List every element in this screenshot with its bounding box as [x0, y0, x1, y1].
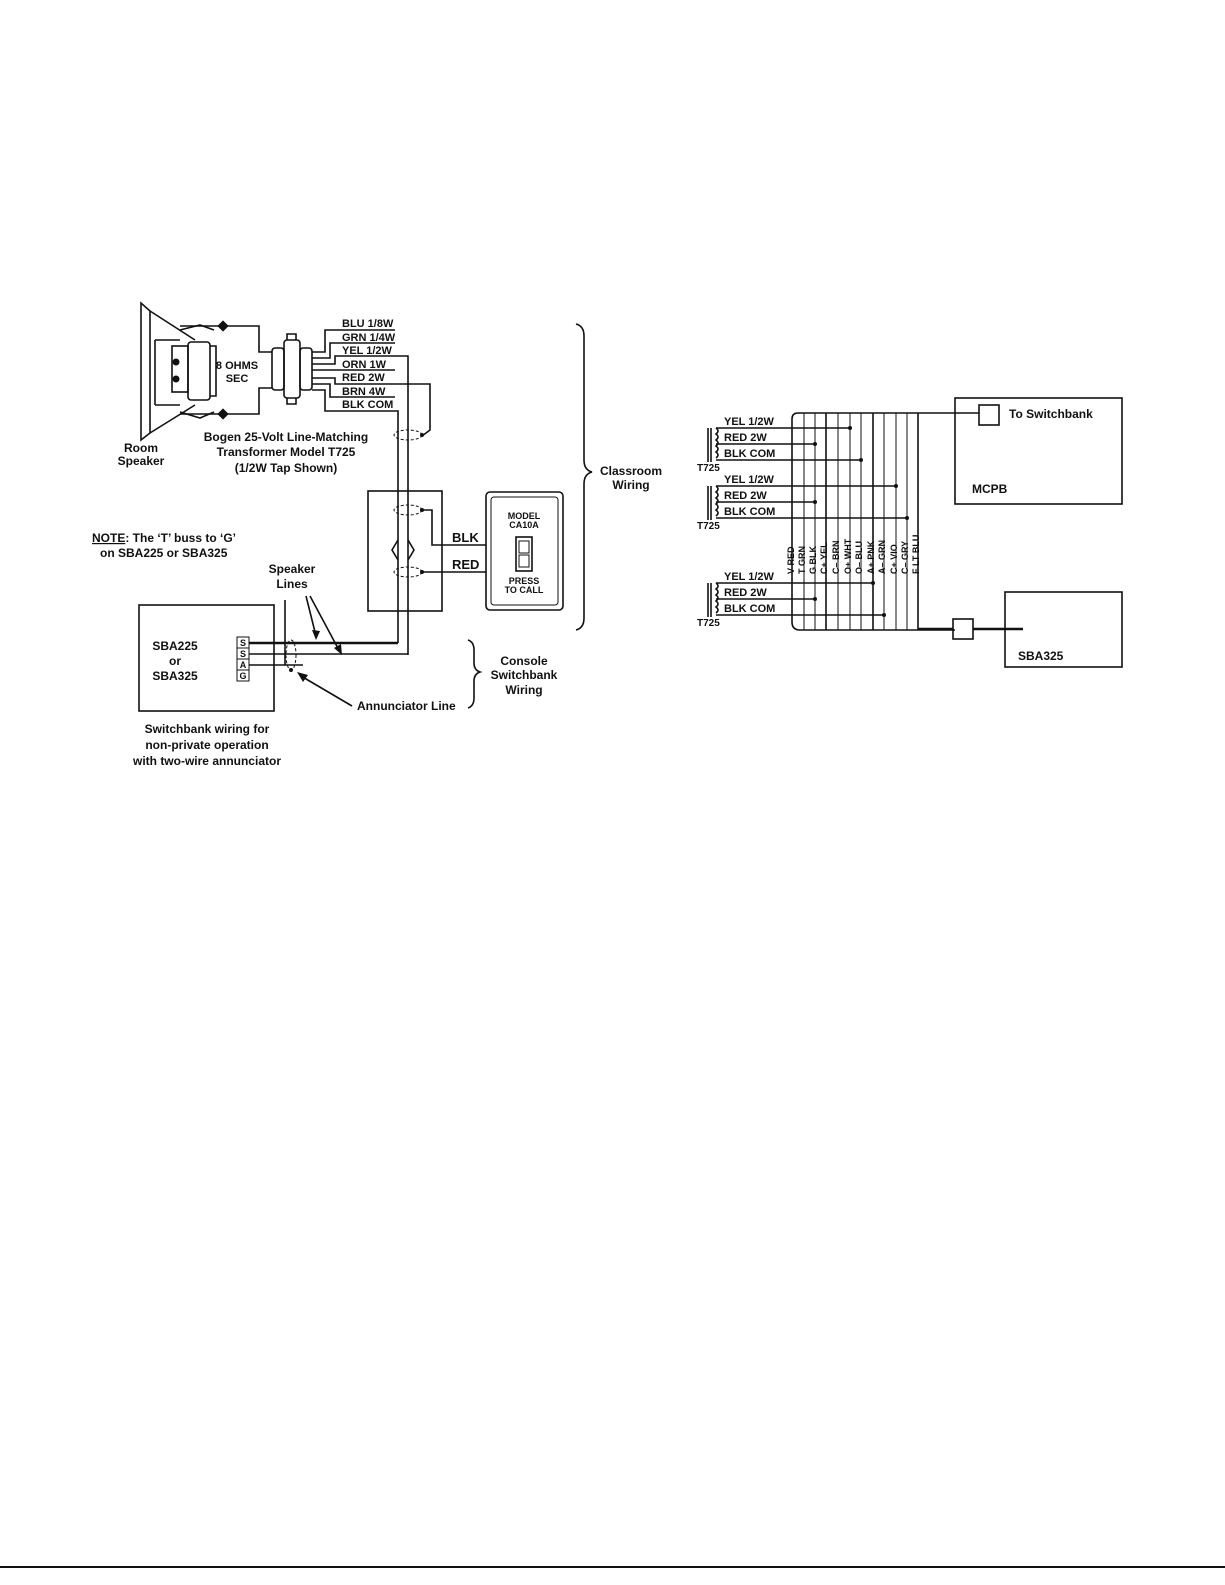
bus-label-g: G BLK: [808, 546, 818, 574]
g1-t725: T725: [697, 463, 720, 474]
caption-line-2: non-private operation: [145, 738, 268, 752]
terminal-a: A: [240, 660, 247, 670]
bus-label-t: T GRN: [797, 546, 807, 574]
console-wiring-label-3: Wiring: [505, 683, 542, 697]
g3-t725: T725: [697, 618, 720, 629]
speaker-impedance-1: 8 OHMS: [216, 360, 258, 372]
bus-label-o-plus: O+ WHT: [843, 538, 853, 574]
note-line-1: NOTE: The ‘T’ buss to ‘G’: [92, 531, 236, 545]
room-speaker: [140, 301, 217, 442]
tap-label-brn: BRN 4W: [342, 386, 386, 398]
sba325-box: [918, 591, 1123, 668]
to-switchbank-label: To Switchbank: [1009, 407, 1093, 421]
g3-tap-red: RED 2W: [724, 587, 767, 599]
mcpb-label: MCPB: [972, 482, 1008, 496]
room-speaker-label-2: Speaker: [118, 454, 165, 468]
terminal-g: G: [239, 671, 246, 681]
mcpb-box: [954, 397, 1123, 505]
tap-label-blk: BLK COM: [342, 399, 393, 411]
transformer-group-2: YEL 1/2W RED 2W BLK COM T725: [697, 474, 909, 532]
bus-label-c-plus: C+ YEL: [819, 542, 829, 574]
console-wiring-label-1: Console: [500, 654, 548, 668]
annunciator-line-label: Annunciator Line: [357, 699, 456, 713]
g3-tap-blk: BLK COM: [724, 603, 775, 615]
tap-label-orn: ORN 1W: [342, 359, 387, 371]
transformer-model: Transformer Model T725: [217, 445, 356, 459]
console-brace: [467, 639, 483, 709]
g2-tap-blk: BLK COM: [724, 506, 775, 518]
footer-rule: [0, 1566, 1225, 1568]
bus-label-o-minus: O– BLU: [854, 541, 864, 574]
bus-label-c-minus-gry: C– GRY: [900, 541, 910, 574]
g1-tap-red: RED 2W: [724, 432, 767, 444]
room-speaker-label-1: Room: [124, 441, 158, 455]
bus-label-group: V RED T GRN G BLK C+ YEL C– BRN O+ WHT O…: [786, 535, 921, 574]
speaker-lines-label-2: Lines: [276, 577, 308, 591]
g2-tap-red: RED 2W: [724, 490, 767, 502]
wire-label-red: RED: [452, 557, 479, 572]
bus-label-c-minus: C– BRN: [831, 540, 841, 574]
bus-label-a-minus: A– GRN: [877, 540, 887, 574]
g2-tap-yel: YEL 1/2W: [724, 474, 775, 486]
caption-line-1: Switchbank wiring for: [145, 722, 270, 736]
bus-bottom: [791, 419, 955, 631]
transformer-group-1: YEL 1/2W RED 2W BLK COM T725: [697, 416, 863, 474]
terminal-s1: S: [240, 638, 246, 648]
sba-label-or: or: [169, 654, 181, 668]
classroom-brace: [575, 323, 593, 631]
note-line-2: on SBA225 or SBA325: [100, 546, 228, 560]
call-switch-model-number: CA10A: [509, 520, 539, 530]
bus-label-v: V RED: [786, 546, 796, 574]
tap-label-grn: GRN 1/4W: [342, 332, 396, 344]
call-switch-ca10a: [485, 491, 564, 611]
g3-tap-yel: YEL 1/2W: [724, 571, 775, 583]
classroom-wiring-label-2: Wiring: [612, 478, 649, 492]
switchbank-sba: [138, 604, 275, 712]
sba-label-1: SBA225: [152, 639, 198, 653]
classroom-wiring-label-1: Classroom: [600, 464, 662, 478]
transformer-title: Bogen 25-Volt Line-Matching: [204, 430, 368, 444]
transformer-group-3: YEL 1/2W RED 2W BLK COM T725: [697, 571, 886, 629]
bus-label-c-plus-vio: C+ VIO: [889, 544, 899, 574]
transformer-tap: (1/2W Tap Shown): [235, 461, 337, 475]
bus-label-f: F LT BLU: [911, 535, 921, 574]
bus-label-a-plus: A+ PNK: [866, 540, 876, 574]
g2-t725: T725: [697, 521, 720, 532]
caption-line-3: with two-wire annunciator: [132, 754, 281, 768]
wire-label-blk: BLK: [452, 530, 479, 545]
transformer-t725: [271, 333, 313, 405]
tap-label-yel: YEL 1/2W: [342, 345, 393, 357]
console-wiring-label-2: Switchbank: [491, 668, 558, 682]
call-switch-action: PRESS: [509, 576, 540, 586]
call-switch-model: MODEL: [508, 511, 541, 521]
sba-label-2: SBA325: [152, 669, 198, 683]
sba325-label: SBA325: [1018, 649, 1064, 663]
g1-tap-blk: BLK COM: [724, 448, 775, 460]
bus-lines: [803, 413, 919, 630]
g1-tap-yel: YEL 1/2W: [724, 416, 775, 428]
speaker-lines-label-1: Speaker: [269, 562, 316, 576]
call-switch-action-2: TO CALL: [505, 585, 544, 595]
tap-label-blu: BLU 1/8W: [342, 318, 394, 330]
speaker-impedance-2: SEC: [226, 373, 249, 385]
junction-box: [367, 490, 486, 612]
tap-label-red: RED 2W: [342, 372, 385, 384]
bus-top: [791, 412, 955, 420]
terminal-s2: S: [240, 649, 246, 659]
